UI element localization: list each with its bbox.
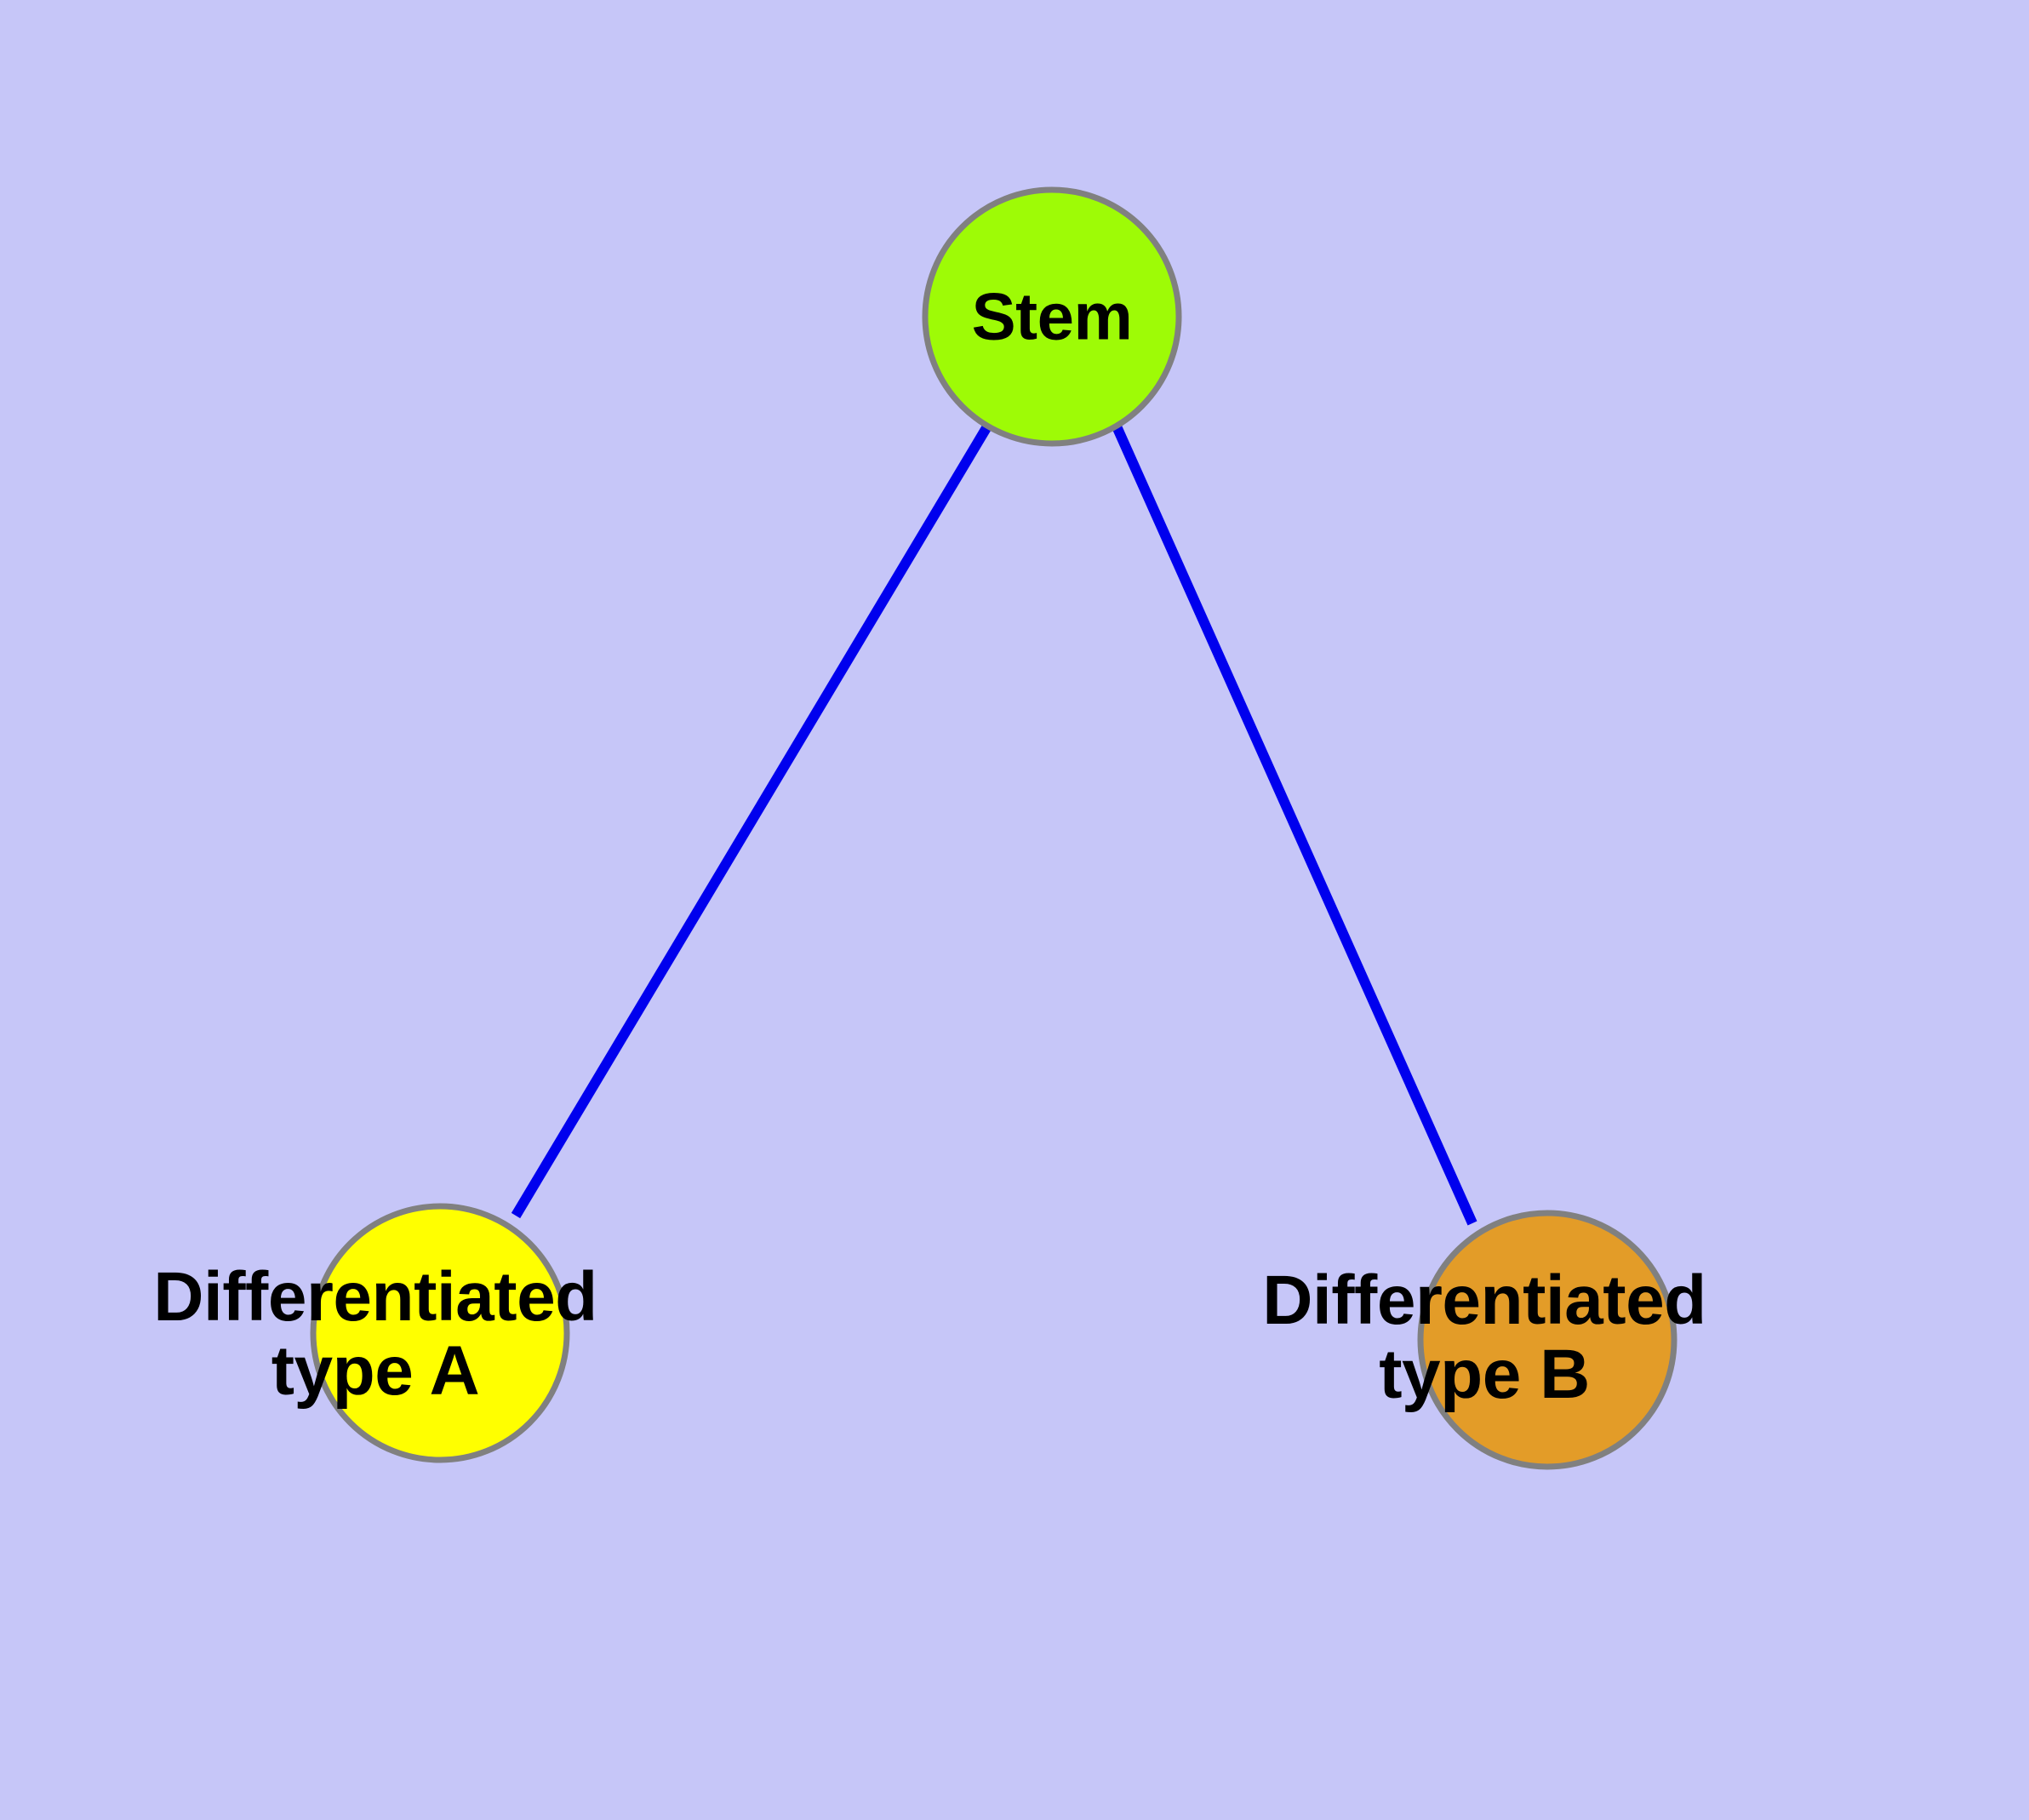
edge-layer: [511, 423, 1477, 1226]
node-layer: [310, 186, 1677, 1470]
node-stem[interactable]: [922, 186, 1182, 447]
node-differentiated-type-a[interactable]: [310, 1203, 570, 1463]
node-differentiated-type-b[interactable]: [1417, 1210, 1677, 1470]
edge-stem-to-differentiated-type-a[interactable]: [511, 423, 992, 1219]
edge-stem-to-differentiated-type-b[interactable]: [1112, 424, 1477, 1226]
